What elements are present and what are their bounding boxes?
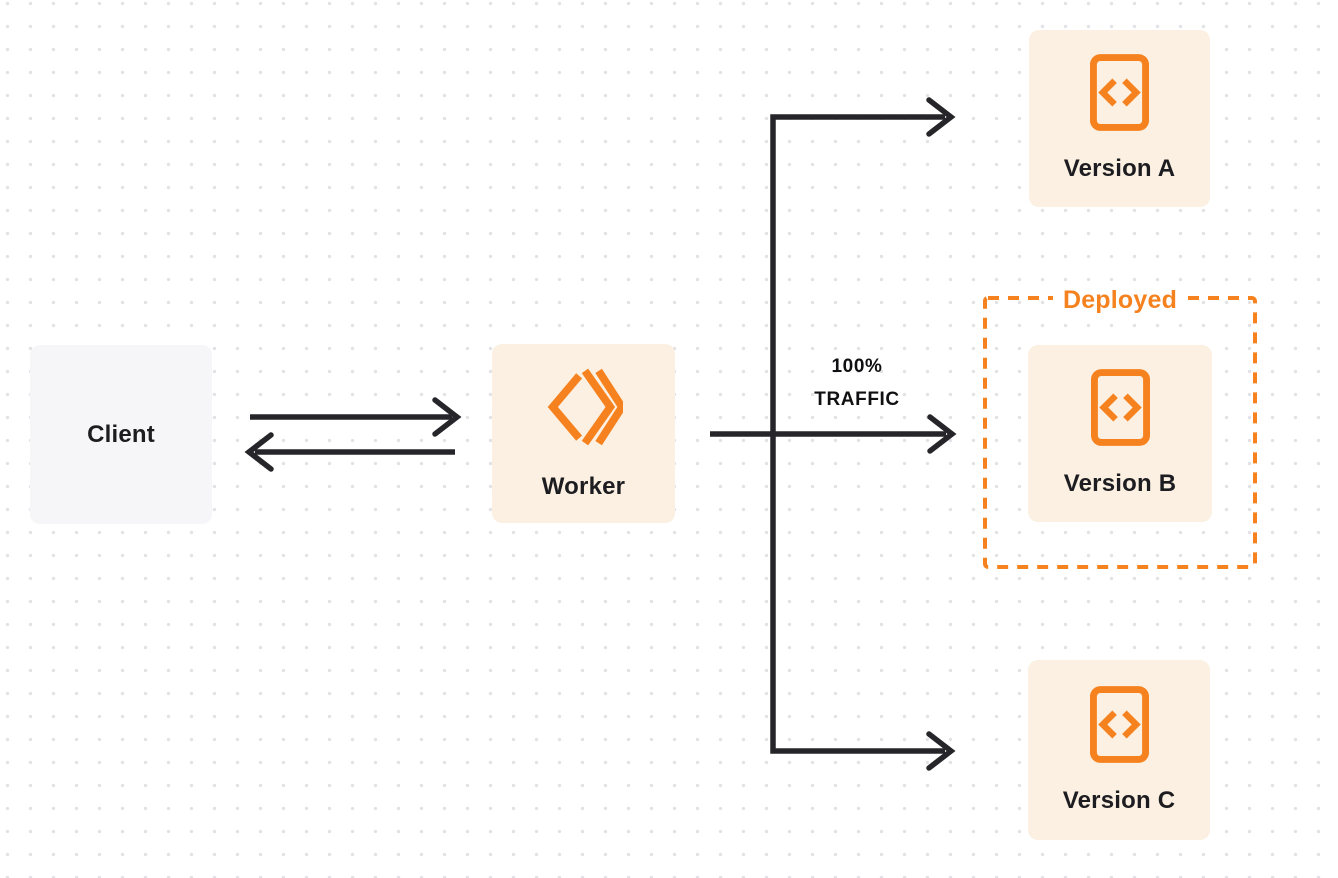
node-version-c: Version C — [1028, 660, 1210, 840]
node-version-b: Version B — [1028, 345, 1212, 522]
deployed-label: Deployed — [1052, 286, 1188, 315]
node-worker: Worker — [492, 344, 675, 523]
cloudflare-workers-logo-icon — [547, 368, 623, 445]
code-file-icon — [1089, 685, 1149, 763]
node-version-a: Version A — [1029, 30, 1210, 207]
code-file-icon — [1090, 369, 1150, 446]
client-label: Client — [87, 420, 155, 448]
arrow-right-head-icon — [927, 414, 957, 454]
code-file-icon — [1090, 54, 1149, 131]
arrow-right-head-icon — [926, 731, 956, 771]
version-b-label: Version B — [1063, 470, 1177, 497]
traffic-word: TRAFFIC — [814, 389, 900, 410]
branch-line — [770, 114, 945, 754]
worker-label: Worker — [541, 472, 626, 500]
deployed-group-border — [983, 296, 1257, 569]
arrow-right-head-icon — [926, 97, 956, 137]
traffic-label: 100% TRAFFIC — [787, 350, 927, 416]
node-client: Client — [30, 345, 212, 524]
deployed-group-title: Deployed — [985, 286, 1255, 315]
version-c-label: Version C — [1062, 786, 1176, 814]
traffic-percent: 100% — [831, 356, 883, 377]
deployed-dashed-rect — [983, 296, 1257, 569]
arrow-left-head-icon — [244, 432, 274, 472]
arrow-right-head-icon — [432, 397, 462, 437]
version-a-label: Version A — [1063, 155, 1176, 182]
